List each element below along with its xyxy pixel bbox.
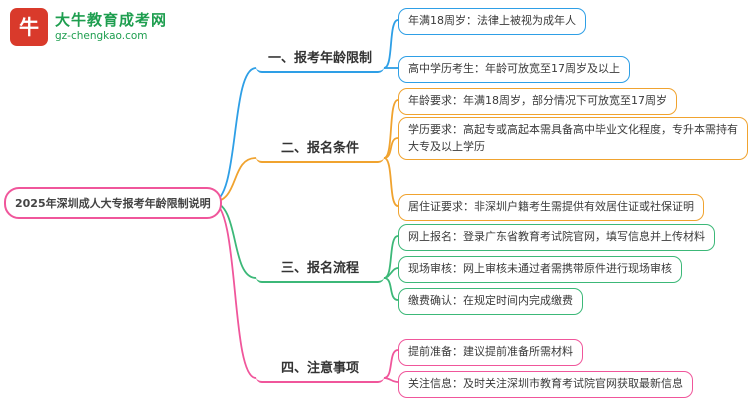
leaf-node-age-requirement: 年龄要求：年满18周岁，部分情况下可放宽至17周岁 <box>398 88 677 115</box>
brand-name: 大牛教育成考网 <box>55 11 168 30</box>
cow-logo-icon: 牛 <box>10 8 48 46</box>
leaf-node-education-requirement: 学历要求：高起专或高起本需具备高中毕业文化程度，专升本需持有大专及以上学历 <box>398 117 748 160</box>
branch-node-conditions: 二、报名条件 <box>256 134 384 163</box>
leaf-node-online-registration: 网上报名：登录广东省教育考试院官网，填写信息并上传材料 <box>398 224 715 251</box>
site-logo: 牛 大牛教育成考网 gz-chengkao.com <box>10 8 167 46</box>
branch-node-notes: 四、注意事项 <box>256 354 384 383</box>
branch-node-age-limit: 一、报考年龄限制 <box>256 44 384 73</box>
leaf-node-onsite-review: 现场审核：网上审核未通过者需携带原件进行现场审核 <box>398 256 682 283</box>
branch-node-process: 三、报名流程 <box>256 254 384 283</box>
leaf-node-payment-confirm: 缴费确认：在规定时间内完成缴费 <box>398 288 583 315</box>
brand-domain: gz-chengkao.com <box>55 29 148 42</box>
leaf-node-residence-permit: 居住证要求：非深圳户籍考生需提供有效居住证或社保证明 <box>398 194 704 221</box>
root-topic-node: 2025年深圳成人大专报考年龄限制说明 <box>4 187 222 219</box>
leaf-node-prepare-early: 提前准备：建议提前准备所需材料 <box>398 339 583 366</box>
leaf-node-follow-info: 关注信息：及时关注深圳市教育考试院官网获取最新信息 <box>398 371 693 398</box>
leaf-node-highschool-relax: 高中学历考生：年龄可放宽至17周岁及以上 <box>398 56 630 83</box>
leaf-node-adult-age: 年满18周岁：法律上被视为成年人 <box>398 8 586 35</box>
